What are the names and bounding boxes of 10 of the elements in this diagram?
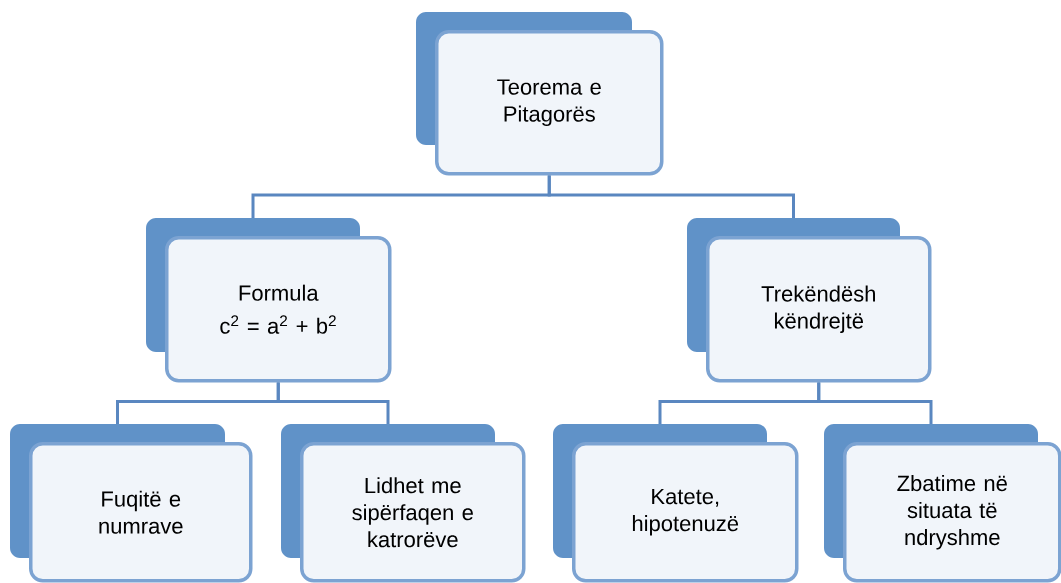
- connector: [817, 382, 933, 424]
- box: Formula c$^{2}$ = a$^{2}$ + b$^{2}$: [146, 218, 392, 383]
- box: Fuqitë e numrave: [10, 424, 253, 583]
- box: Zbatime në situata të ndryshme: [824, 424, 1061, 583]
- connector: [547, 175, 795, 218]
- box: Trekëndësh këndrejtë: [687, 218, 932, 383]
- box: Katete, hipotenuzë: [553, 424, 799, 583]
- box: Teorema e Pitagorës: [416, 12, 664, 176]
- box: Lidhet me sipërfaqen e katrorëve: [281, 424, 526, 583]
- connector: [276, 382, 390, 424]
